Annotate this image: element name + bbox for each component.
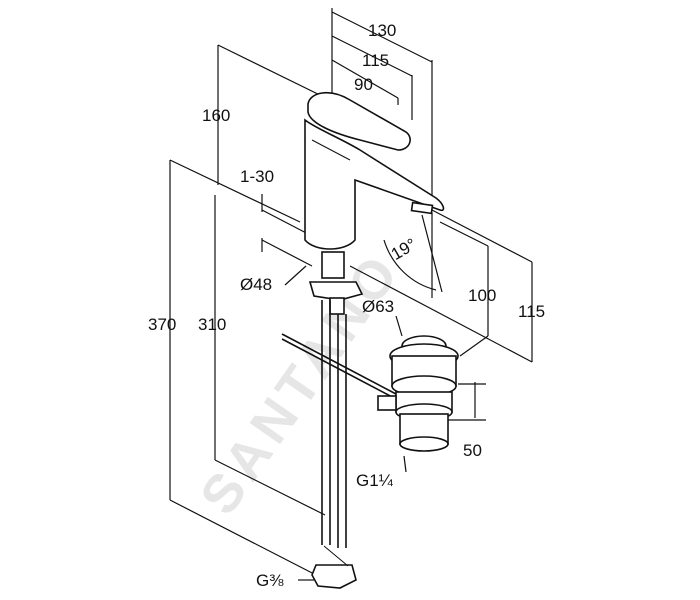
dim-130-label: 130 — [368, 21, 396, 40]
faucet-body — [304, 92, 445, 315]
supply-hoses — [311, 300, 357, 589]
dim-g114-label: G1¼ — [356, 471, 394, 490]
left-dimensions: 160 370 310 — [148, 44, 331, 577]
dim-100-label: 100 — [468, 286, 496, 305]
dim-310-label: 310 — [198, 315, 226, 334]
dim-d63-label: Ø63 — [362, 297, 394, 316]
dim-50-label: 50 — [463, 441, 482, 460]
dim-90-label: 90 — [354, 75, 373, 94]
right-dimensions: 100 115 50 — [349, 209, 545, 460]
deck-dimensions: 1-30 — [240, 167, 313, 267]
dim-115-right-label: 115 — [518, 302, 545, 321]
dim-370-label: 370 — [148, 315, 176, 334]
dim-160-label: 160 — [202, 106, 230, 125]
dim-115-label: 115 — [362, 51, 389, 70]
pull-rod — [281, 333, 397, 400]
dim-deck-label: 1-30 — [240, 167, 274, 186]
leader-labels: Ø48 Ø63 G1¼ G⅜ — [240, 265, 407, 590]
waste-assembly — [377, 335, 459, 452]
top-dimensions: 130 115 90 — [331, 8, 433, 205]
dim-g38-label: G⅜ — [256, 571, 284, 590]
dim-d48-label: Ø48 — [240, 275, 272, 294]
